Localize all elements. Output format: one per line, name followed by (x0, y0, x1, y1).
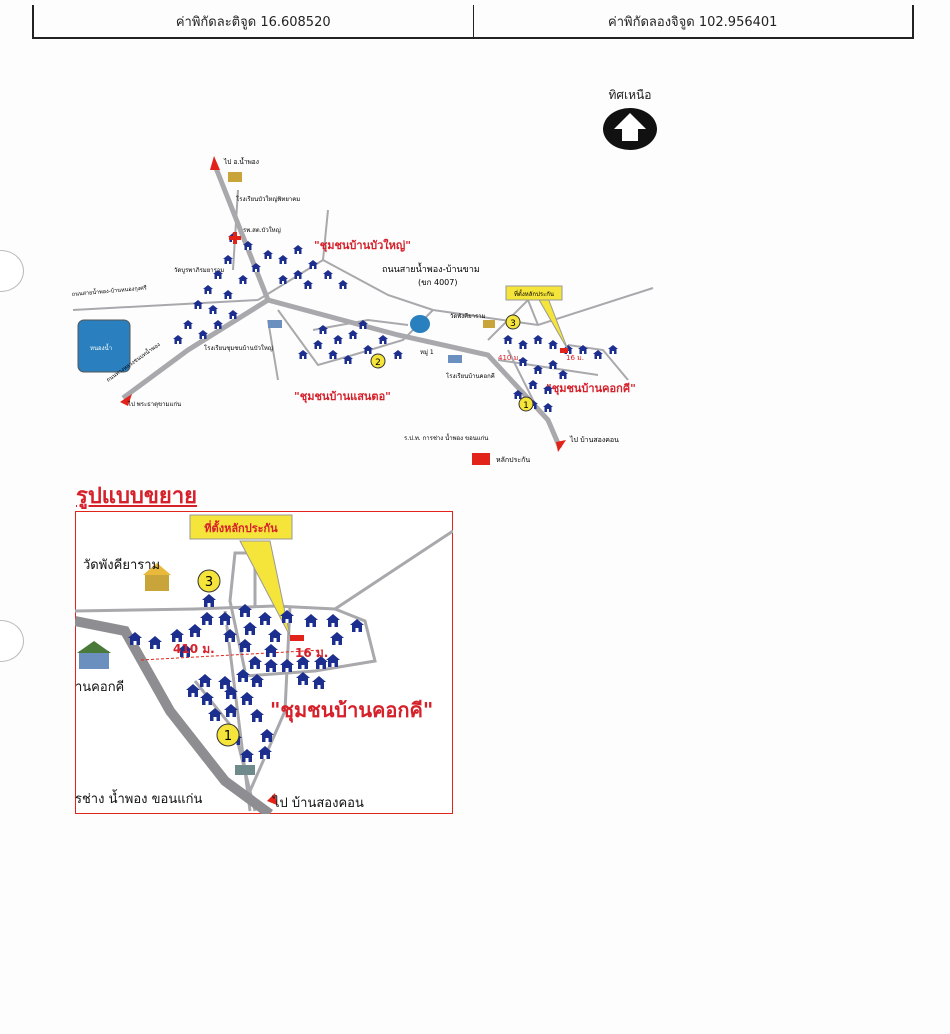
distance-line (140, 649, 324, 661)
svg-text:410 ม.: 410 ม. (498, 354, 520, 362)
svg-text:ไป บ้านสองคอน: ไป บ้านสองคอน (569, 435, 619, 444)
pond-label: หนองน้ำ (90, 342, 112, 352)
svg-text:วัดบูรพาภิรมยาราม: วัดบูรพาภิรมยาราม (174, 267, 224, 274)
zoom-map: ที่ตั้งหลักประกัน วัดพังคียาราม 3 านคอกค… (75, 511, 453, 814)
svg-text:ที่ตั้งหลักประกัน: ที่ตั้งหลักประกัน (514, 288, 554, 298)
marker-3 (505, 314, 521, 330)
legend-swatch (472, 453, 490, 465)
school-icon (79, 651, 109, 669)
svg-text:2: 2 (375, 358, 381, 368)
community-label: "ชุมชนบ้านแสนตอ" (294, 390, 391, 404)
latitude-cell: ค่าพิกัดละติจูด 16.608520 (175, 14, 331, 30)
longitude-cell: ค่าพิกัดลองจิจูด 102.956401 (472, 5, 913, 37)
warranty-callout (505, 285, 563, 301)
community-label: "ชุมชนบ้านคอกคี" (270, 698, 433, 723)
marker-2 (370, 353, 386, 369)
north-arrow-icon (603, 108, 657, 150)
svg-text:หมู่ 1: หมู่ 1 (420, 349, 434, 356)
legend-label: หลักประกัน (496, 456, 530, 464)
small-pond (410, 315, 430, 333)
warranty-marker (560, 348, 568, 353)
post-office-label: รช่าง น้ำพอง ขอนแก่น (75, 789, 202, 807)
marker-1 (216, 723, 240, 747)
temple-label: วัดพังคียาราม (83, 557, 160, 573)
temple-icon (145, 573, 169, 591)
svg-text:3: 3 (510, 319, 516, 329)
coordinate-table: ค่าพิกัดละติจูด 16.608520 ค่าพิกัดลองจิจ… (32, 5, 914, 39)
svg-text:(ขก 4007): (ขก 4007) (418, 278, 457, 287)
north-label: ทิศเหนือ (608, 88, 652, 102)
svg-text:1: 1 (523, 401, 529, 411)
svg-text:ไป อ.น้ำพอง: ไป อ.น้ำพอง (223, 157, 259, 166)
binder-hole (0, 620, 24, 662)
svg-text:ไป พระธาตุขามแก่น: ไป พระธาตุขามแก่น (127, 400, 181, 408)
svg-text:ที่ตั้งหลักประกัน: ที่ตั้งหลักประกัน (204, 520, 278, 535)
arrow-icon (120, 394, 132, 406)
community-label: "ชุมชนบ้านคอกคี" (546, 382, 636, 396)
school-label: านคอกคี (75, 679, 124, 695)
svg-text:1: 1 (224, 729, 232, 744)
school-icon (268, 320, 282, 328)
warranty-callout (189, 514, 293, 540)
marker-3 (197, 569, 221, 593)
destination-label: ไป บ้านสองคอน (272, 795, 364, 811)
svg-text:16 ม.: 16 ม. (295, 646, 328, 660)
svg-text:โรงเรียนบ้านคอกคี: โรงเรียนบ้านคอกคี (446, 372, 495, 380)
svg-text:3: 3 (205, 575, 213, 590)
warranty-marker (290, 635, 304, 641)
svg-text:โรงเรียนชุมชนบ้านบัวใหญ่: โรงเรียนชุมชนบ้านบัวใหญ่ (204, 344, 273, 352)
arrow-icon (210, 156, 220, 170)
school-icon (448, 355, 462, 363)
arrow-icon (556, 440, 566, 452)
svg-text:รพ.สต.บัวใหญ่: รพ.สต.บัวใหญ่ (243, 226, 281, 234)
north-indicator: ทิศเหนือ (598, 86, 662, 155)
temple-icon (228, 172, 242, 182)
overview-map: หนองน้ำ (71, 156, 654, 465)
svg-text:ร.ป.ท. การช่าง น้ำพอง ขอนแก่น: ร.ป.ท. การช่าง น้ำพอง ขอนแก่น (404, 432, 488, 442)
binder-hole (0, 250, 24, 292)
post-office-icon (235, 765, 255, 775)
svg-text:วัดพังคียาราม: วัดพังคียาราม (450, 312, 486, 320)
zoom-title: รูปแบบขยาย (76, 484, 198, 509)
community-label: "ชุมชนบ้านบัวใหญ่" (314, 238, 411, 253)
svg-text:410 ม.: 410 ม. (173, 642, 215, 656)
svg-text:โรงเรียนบัวใหญ่พิทยาคม: โรงเรียนบัวใหญ่พิทยาคม (236, 195, 300, 203)
svg-text:ถนนสายน้ำพอง-บ้านขาม: ถนนสายน้ำพอง-บ้านขาม (382, 262, 480, 275)
svg-text:ถนนสายน้ำพอง-บ้านหนองกุงศรี: ถนนสายน้ำพอง-บ้านหนองกุงศรี (71, 283, 147, 298)
pond-shape (77, 319, 131, 373)
marker-1 (518, 396, 534, 412)
arrow-icon (267, 793, 277, 805)
svg-text:16 ม.: 16 ม. (566, 354, 584, 362)
temple-icon (483, 320, 495, 328)
